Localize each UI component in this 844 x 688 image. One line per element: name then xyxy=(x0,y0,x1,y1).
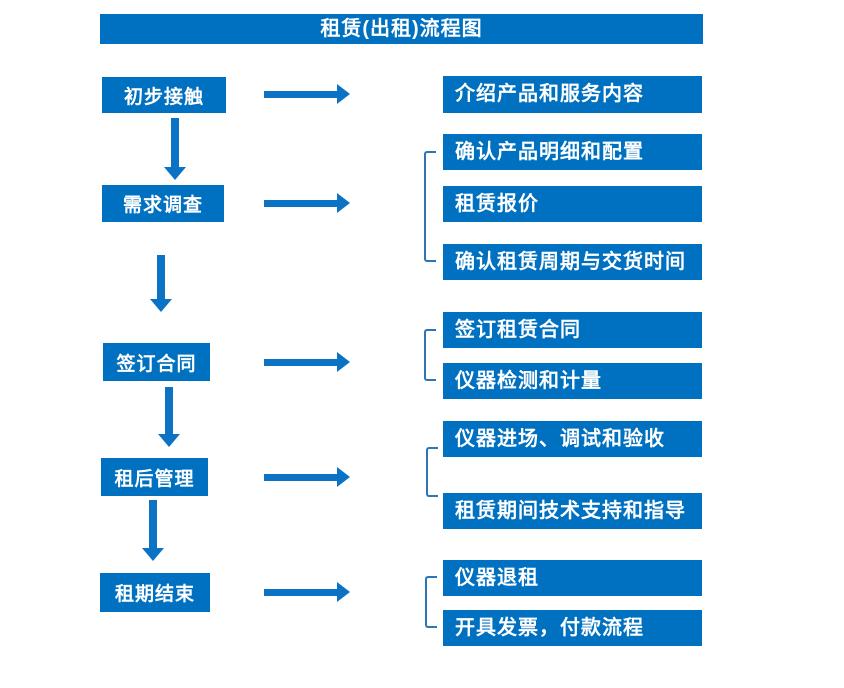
arrow-head xyxy=(337,582,350,602)
right-arrow-icon-1 xyxy=(264,84,350,104)
group-bracket-sign-contract xyxy=(424,329,436,381)
down-arrow-icon-3 xyxy=(158,387,180,447)
arrow-head xyxy=(164,167,186,180)
output-box-sign-rental-contract: 签订租赁合同 xyxy=(443,312,702,348)
arrow-head xyxy=(337,467,350,487)
arrow-shaft xyxy=(171,118,179,167)
group-bracket-demand-survey xyxy=(424,151,436,262)
right-arrow-icon-2 xyxy=(264,193,350,213)
step-box-demand-survey: 需求调查 xyxy=(102,185,224,222)
arrow-shaft xyxy=(264,474,338,481)
output-box-rental-quote: 租赁报价 xyxy=(443,186,702,222)
output-box-instrument-testing: 仪器检测和计量 xyxy=(443,363,702,399)
output-box-technical-support: 租赁期间技术支持和指导 xyxy=(443,493,702,529)
flowchart-title: 租赁(出租)流程图 xyxy=(100,14,703,44)
output-box-confirm-product-details: 确认产品明细和配置 xyxy=(443,134,702,170)
output-box-introduce-products: 介绍产品和服务内容 xyxy=(443,76,702,113)
down-arrow-icon-4 xyxy=(142,500,164,561)
output-box-confirm-rental-period: 确认租赁周期与交货时间 xyxy=(443,244,702,280)
group-bracket-post-rental xyxy=(426,447,438,497)
right-arrow-icon-4 xyxy=(264,467,350,487)
right-arrow-icon-3 xyxy=(264,352,350,372)
step-box-initial-contact: 初步接触 xyxy=(102,77,226,113)
arrow-shaft xyxy=(165,387,173,434)
arrow-head xyxy=(337,84,350,104)
arrow-shaft xyxy=(157,255,165,299)
down-arrow-icon-2 xyxy=(150,255,172,312)
arrow-shaft xyxy=(264,200,338,207)
arrow-head xyxy=(150,299,172,312)
arrow-head xyxy=(142,548,164,561)
step-box-rental-end: 租期结束 xyxy=(100,573,210,612)
arrow-shaft xyxy=(149,500,157,548)
arrow-shaft xyxy=(264,91,338,98)
arrow-shaft xyxy=(264,359,338,366)
arrow-head xyxy=(158,434,180,447)
group-bracket-rental-end xyxy=(425,576,437,628)
step-box-sign-contract: 签订合同 xyxy=(103,343,210,381)
output-box-invoice-payment: 开具发票，付款流程 xyxy=(443,610,702,646)
output-box-instrument-return: 仪器退租 xyxy=(443,560,702,596)
arrow-shaft xyxy=(264,589,338,596)
step-box-post-rental-management: 租后管理 xyxy=(101,458,208,496)
down-arrow-icon-1 xyxy=(164,118,186,180)
output-box-instrument-arrival: 仪器进场、调试和验收 xyxy=(443,421,702,457)
arrow-head xyxy=(337,352,350,372)
right-arrow-icon-5 xyxy=(264,582,350,602)
arrow-head xyxy=(337,193,350,213)
